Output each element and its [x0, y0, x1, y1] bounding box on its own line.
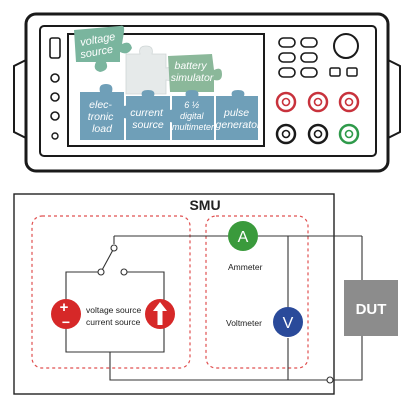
puzzle-piece-battery-simulator: battery simulator	[168, 54, 222, 100]
multimeter-line-2: digital	[180, 111, 205, 121]
svg-text:voltage source: voltage source	[77, 30, 121, 61]
pulse-generator-line-2: generator	[216, 119, 261, 131]
electronic-load-line-1: elec-	[89, 99, 112, 111]
puzzle-piece-digital-multimeter: 6 ½ digital multimeter	[172, 90, 215, 140]
puzzle-piece-pulse-generator: pulse generator	[216, 90, 261, 140]
electronic-load-line-2: tronic	[88, 111, 114, 123]
voltmeter-label: Voltmeter	[226, 318, 262, 328]
terminal-green[interactable]	[338, 123, 360, 145]
voltage-source-symbol: + −	[51, 299, 81, 330]
voltmeter-letter: V	[283, 315, 294, 332]
puzzle-piece-electronic-load: elec- tronic load	[80, 84, 130, 140]
key-grid	[278, 37, 318, 78]
multimeter-line-3: multimeter	[172, 122, 215, 132]
svg-text:elec- tronic l: elec- tronic load	[88, 99, 117, 135]
current-source-symbol	[145, 299, 175, 329]
rotary-knob[interactable]	[333, 33, 359, 59]
key-6[interactable]	[300, 67, 318, 78]
key-3[interactable]	[278, 52, 296, 63]
minus-sign: −	[62, 314, 70, 330]
key-1[interactable]	[278, 37, 296, 48]
up-arrow-icon	[153, 302, 167, 325]
svg-text:battery simulator: battery simulator	[171, 60, 214, 84]
smu-box	[13, 193, 335, 395]
current-source-line-1: current	[130, 107, 164, 119]
battery-simulator-line-2: simulator	[171, 72, 214, 84]
switch-contact-left	[97, 268, 105, 276]
key-4[interactable]	[300, 52, 318, 63]
terminal-red-3[interactable]	[338, 91, 360, 113]
instrument: voltage source battery simulator elec- t…	[13, 12, 401, 173]
puzzle-piece-current-source: current source	[126, 90, 176, 140]
source-label-current: current source	[86, 317, 141, 327]
pulse-generator-line-1: pulse	[223, 107, 249, 119]
switch-contact-right	[120, 268, 128, 276]
electronic-load-line-3: load	[92, 123, 113, 135]
meter-dashed-box	[205, 215, 309, 369]
ammeter-symbol: A	[228, 221, 258, 251]
puzzle-piece-voltage-source: voltage source	[74, 25, 132, 73]
svg-text:current source: current source	[130, 107, 166, 131]
current-source-line-2: source	[132, 119, 164, 131]
arrow-key-right[interactable]	[346, 67, 358, 77]
voltage-source-line-2: source	[79, 44, 114, 62]
ammeter-letter: A	[238, 229, 249, 246]
power-button[interactable]	[51, 132, 59, 140]
usb-port[interactable]	[49, 37, 61, 59]
arrow-key-left[interactable]	[329, 67, 341, 77]
left-handle	[13, 58, 27, 140]
side-button-2[interactable]	[50, 92, 60, 102]
source-dashed-box	[31, 215, 191, 369]
terminal-black-1[interactable]	[275, 123, 297, 145]
ammeter-label: Ammeter	[228, 262, 263, 272]
plus-sign: +	[60, 299, 69, 316]
svg-text:6 ½ digital mu: 6 ½ digital multimeter	[172, 100, 215, 132]
dut-box	[344, 280, 398, 336]
key-5[interactable]	[278, 67, 296, 78]
terminal-black-2[interactable]	[307, 123, 329, 145]
smu-label: SMU	[189, 197, 220, 213]
dut-label: DUT	[356, 301, 387, 318]
terminal-red-2[interactable]	[307, 91, 329, 113]
key-2[interactable]	[300, 37, 318, 48]
junction-node	[326, 376, 334, 384]
source-label-voltage: voltage source	[86, 305, 142, 315]
terminal-red-1[interactable]	[275, 91, 297, 113]
voltmeter-symbol: V	[273, 307, 303, 337]
wires	[65, 235, 363, 381]
side-button-3[interactable]	[50, 111, 60, 121]
switch-contact-top	[110, 244, 118, 252]
smu-schematic: SMU + −	[13, 193, 398, 395]
svg-text:pulse generator: pulse generator	[216, 107, 261, 131]
multimeter-line-1: 6 ½	[184, 100, 200, 110]
side-button-1[interactable]	[50, 73, 60, 83]
battery-simulator-line-1: battery	[174, 60, 207, 72]
right-handle	[387, 58, 401, 140]
